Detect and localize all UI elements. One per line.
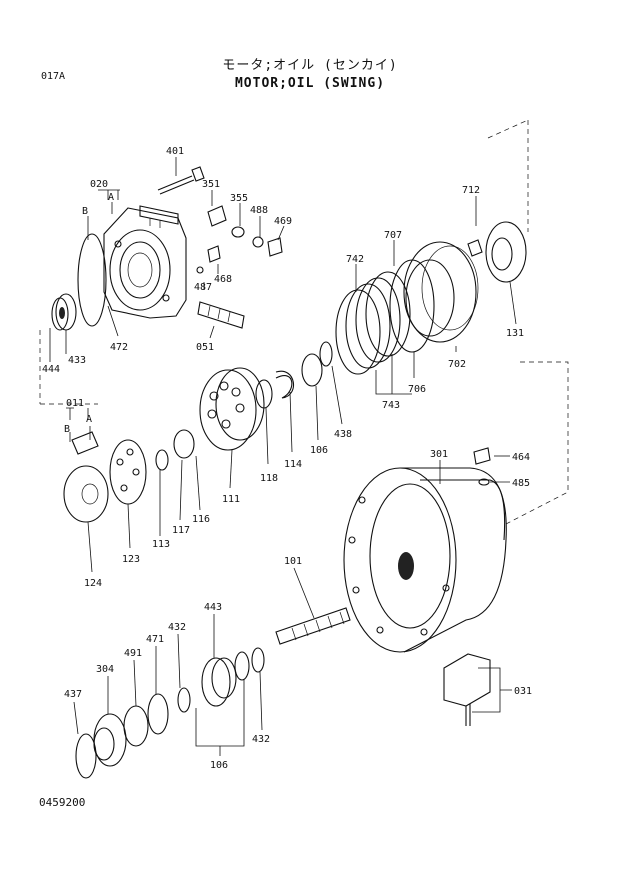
callout-401: 401: [166, 146, 184, 157]
leader-lines: [49, 157, 517, 756]
callout-011-b: B: [64, 424, 70, 435]
snap-ring-437: [75, 733, 97, 779]
plug-712: [467, 239, 483, 257]
callout-020-b: B: [82, 206, 88, 217]
collar-304: [93, 713, 127, 767]
callout-106-upper: 106: [310, 445, 328, 456]
washer-118: [255, 379, 273, 409]
o-ring-706: [389, 259, 435, 353]
o-ring-485: [478, 478, 490, 486]
callout-432-upper: 432: [168, 622, 186, 633]
drive-shaft-101: [275, 607, 351, 645]
callout-111: 111: [222, 494, 240, 505]
o-ring-472: [77, 233, 107, 327]
callout-702: 702: [448, 359, 466, 370]
callout-124: 124: [84, 578, 102, 589]
o-ring-471: [147, 693, 169, 735]
callout-114: 114: [284, 459, 302, 470]
washer-106: [301, 353, 323, 387]
snap-ring-432-lower: [177, 687, 191, 713]
callout-113: 113: [152, 539, 170, 550]
diagram-title-english: MOTOR;OIL (SWING): [234, 76, 386, 91]
relief-valve-031: [443, 653, 491, 726]
callout-471: 471: [146, 634, 164, 645]
callout-472: 472: [110, 342, 128, 353]
plug-464: [473, 447, 491, 465]
callout-106-lower: 106: [210, 760, 228, 771]
callout-051: 051: [196, 342, 214, 353]
callout-742: 742: [346, 254, 364, 265]
callout-469: 469: [274, 216, 292, 227]
callout-488: 488: [250, 205, 268, 216]
callout-020-a: A: [108, 192, 114, 203]
drawing-number: 0459200: [39, 796, 86, 809]
spring-114: [275, 370, 295, 399]
callout-468: 468: [214, 274, 232, 285]
reference-line-housing: [505, 361, 569, 525]
callout-labels: 401 020 B A 351 355 488 469 468 487 051 …: [42, 146, 532, 771]
callout-485: 485: [512, 478, 530, 489]
brake-piston-702-707: [403, 241, 479, 343]
oil-seal-491: [123, 705, 149, 747]
callout-743: 743: [382, 400, 400, 411]
callout-443: 443: [204, 602, 222, 613]
callout-301: 301: [430, 449, 448, 460]
snap-ring-432-upper: [251, 647, 265, 673]
callout-304: 304: [96, 664, 114, 675]
bolt-401: [157, 166, 205, 195]
valve-plate-011: [71, 431, 99, 455]
valve-parts-351-355-488-469: [196, 205, 283, 274]
page-code: 017A: [41, 71, 66, 82]
ball-guide-116: [173, 429, 195, 459]
callout-706: 706: [408, 384, 426, 395]
snap-ring-438: [319, 341, 333, 367]
callout-437: 437: [64, 689, 82, 700]
reference-line-bearing: [39, 330, 98, 405]
callout-712: 712: [462, 185, 480, 196]
callout-438: 438: [334, 429, 352, 440]
retainer-113: [155, 449, 169, 471]
callout-444: 444: [42, 364, 60, 375]
callout-020: 020: [90, 179, 108, 190]
callout-101: 101: [284, 556, 302, 567]
valve-casing-020: [103, 205, 187, 319]
callout-491: 491: [124, 648, 142, 659]
callout-123: 123: [122, 554, 140, 565]
cover-131: [485, 221, 527, 283]
brake-plates-742-743: [335, 271, 411, 375]
callout-131: 131: [506, 328, 524, 339]
callout-355: 355: [230, 193, 248, 204]
callout-011: 011: [66, 398, 84, 409]
callout-432-lower: 432: [252, 734, 270, 745]
shoe-plate-124: [63, 465, 109, 523]
callout-487: 487: [194, 282, 212, 293]
callout-707: 707: [384, 230, 402, 241]
callout-464: 464: [512, 452, 530, 463]
bearing-433-444: [51, 293, 77, 331]
callout-118: 118: [260, 473, 278, 484]
reference-line-cover: [487, 119, 529, 232]
callout-116: 116: [192, 514, 210, 525]
bearing-443: [201, 657, 237, 707]
housing-301: [343, 467, 507, 653]
callout-031: 031: [514, 686, 532, 697]
callout-117: 117: [172, 525, 190, 536]
cylinder-block-111: [199, 367, 265, 451]
spacer-106: [234, 651, 250, 681]
diagram-title-japanese: モータ;オイル (センカイ): [222, 58, 398, 73]
callout-011-a: A: [86, 414, 92, 425]
callout-351: 351: [202, 179, 220, 190]
shaft-051: [197, 301, 245, 329]
shoe-retainer-123: [109, 439, 147, 505]
callout-433: 433: [68, 355, 86, 366]
